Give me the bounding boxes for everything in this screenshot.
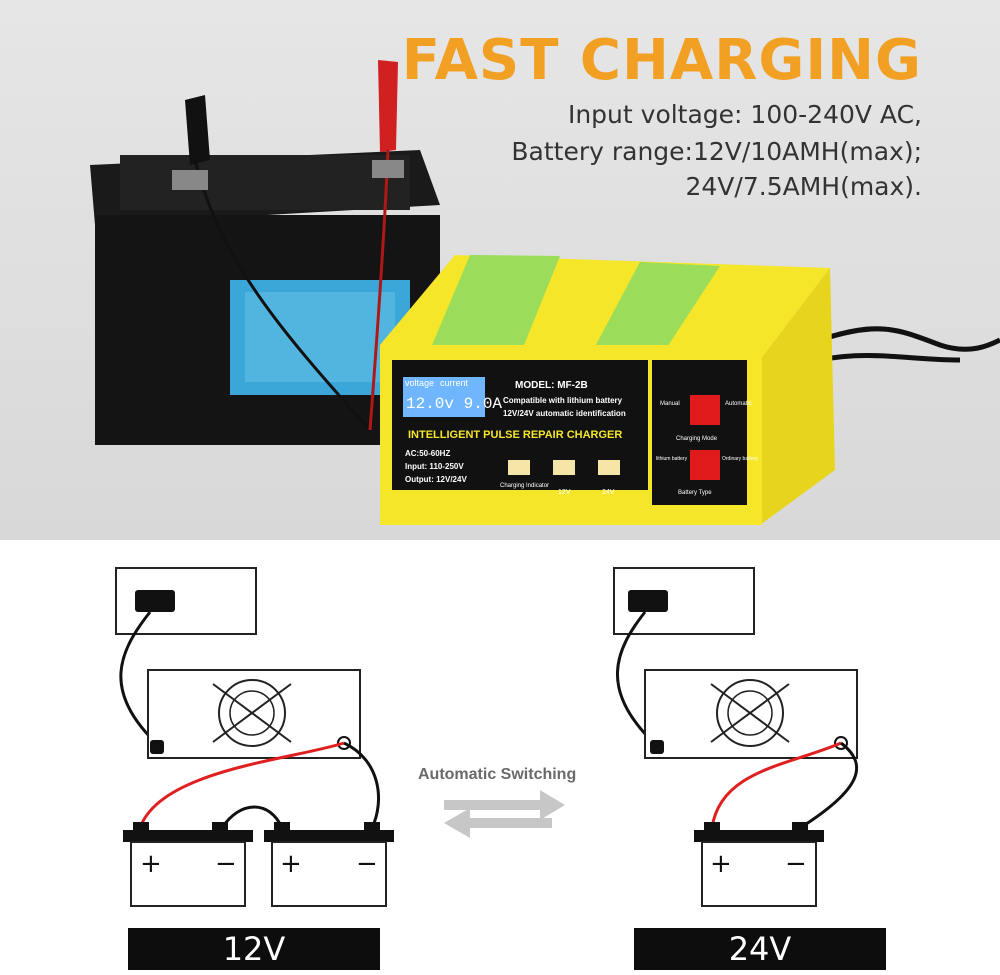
- minus-sign: −: [356, 849, 378, 879]
- switch-mode-left: Manual: [660, 401, 680, 407]
- wall-socket: [115, 567, 257, 635]
- indicator-12v: 12V: [558, 489, 571, 496]
- black-wire: [343, 741, 380, 829]
- model-label: MODEL: MF-2B: [515, 380, 588, 391]
- product-photo: voltage current 12.0v 9.0A MODEL: MF-2B …: [90, 60, 1000, 525]
- charger-labels: voltage current 12.0v 9.0A MODEL: MF-2B …: [405, 378, 758, 496]
- minus-sign: −: [785, 849, 807, 879]
- charger-title: INTELLIGENT PULSE REPAIR CHARGER: [408, 429, 622, 441]
- lcd-label-voltage: voltage: [405, 378, 434, 388]
- spec-output: Output: 12V/24V: [405, 475, 467, 484]
- black-wire: [799, 741, 859, 830]
- lcd-readout: 12.0v 9.0A: [406, 395, 502, 413]
- label-12v: 12V: [128, 928, 380, 970]
- product-photo-area: voltage current 12.0v 9.0A MODEL: MF-2B …: [0, 0, 1000, 540]
- battery-right: + −: [264, 822, 394, 907]
- plus-sign: +: [140, 849, 162, 879]
- red-wire: [710, 741, 842, 829]
- spec-line-3: 24V/7.5AMH(max).: [685, 172, 923, 201]
- battery-left: + −: [123, 822, 253, 907]
- feature-lithium: Compatible with lithium battery: [503, 396, 623, 405]
- switch-arrows-icon: [444, 790, 565, 838]
- diagram-12v: + − + −: [115, 567, 394, 907]
- fan-icon: [716, 679, 784, 747]
- lcd-label-current: current: [440, 378, 469, 388]
- plus-sign: +: [280, 849, 302, 879]
- plug-icon: [135, 590, 175, 612]
- switch-type-right: Ordinary battery: [722, 456, 758, 462]
- clamp-red: [368, 60, 404, 431]
- spec-line-2: Battery range:12V/10AMH(max);: [511, 137, 922, 166]
- feature-auto-id: 12V/24V automatic identification: [503, 409, 626, 418]
- switch-type-left: lithium battery: [656, 456, 688, 462]
- indicator-24v: 24V: [602, 489, 615, 496]
- headline: FAST CHARGING: [401, 28, 922, 93]
- plus-sign: +: [710, 849, 732, 879]
- switch-mode-right: Automatic: [725, 401, 752, 407]
- diagram-24v: + −: [613, 567, 859, 907]
- minus-sign: −: [215, 849, 237, 879]
- spec-line-1: Input voltage: 100-240V AC,: [567, 100, 922, 129]
- switch-type-caption: Battery Type: [678, 490, 712, 496]
- switch-mode-caption: Charging Mode: [676, 436, 718, 442]
- indicator-charging: Charging Indicator: [500, 483, 549, 489]
- plug-icon: [628, 590, 668, 612]
- series-link-wire: [220, 805, 284, 829]
- spec-ac: AC:50-60HZ: [405, 449, 450, 458]
- battery-single: + −: [694, 822, 824, 907]
- fan-icon: [218, 679, 286, 747]
- spec-input: Input: 110-250V: [405, 462, 464, 471]
- clamp-black: [172, 95, 372, 432]
- label-24v: 24V: [634, 928, 886, 970]
- red-wire: [138, 741, 345, 829]
- power-cord: [819, 326, 1000, 352]
- charger-image: [380, 255, 835, 525]
- automatic-switching-label: Automatic Switching: [418, 766, 577, 783]
